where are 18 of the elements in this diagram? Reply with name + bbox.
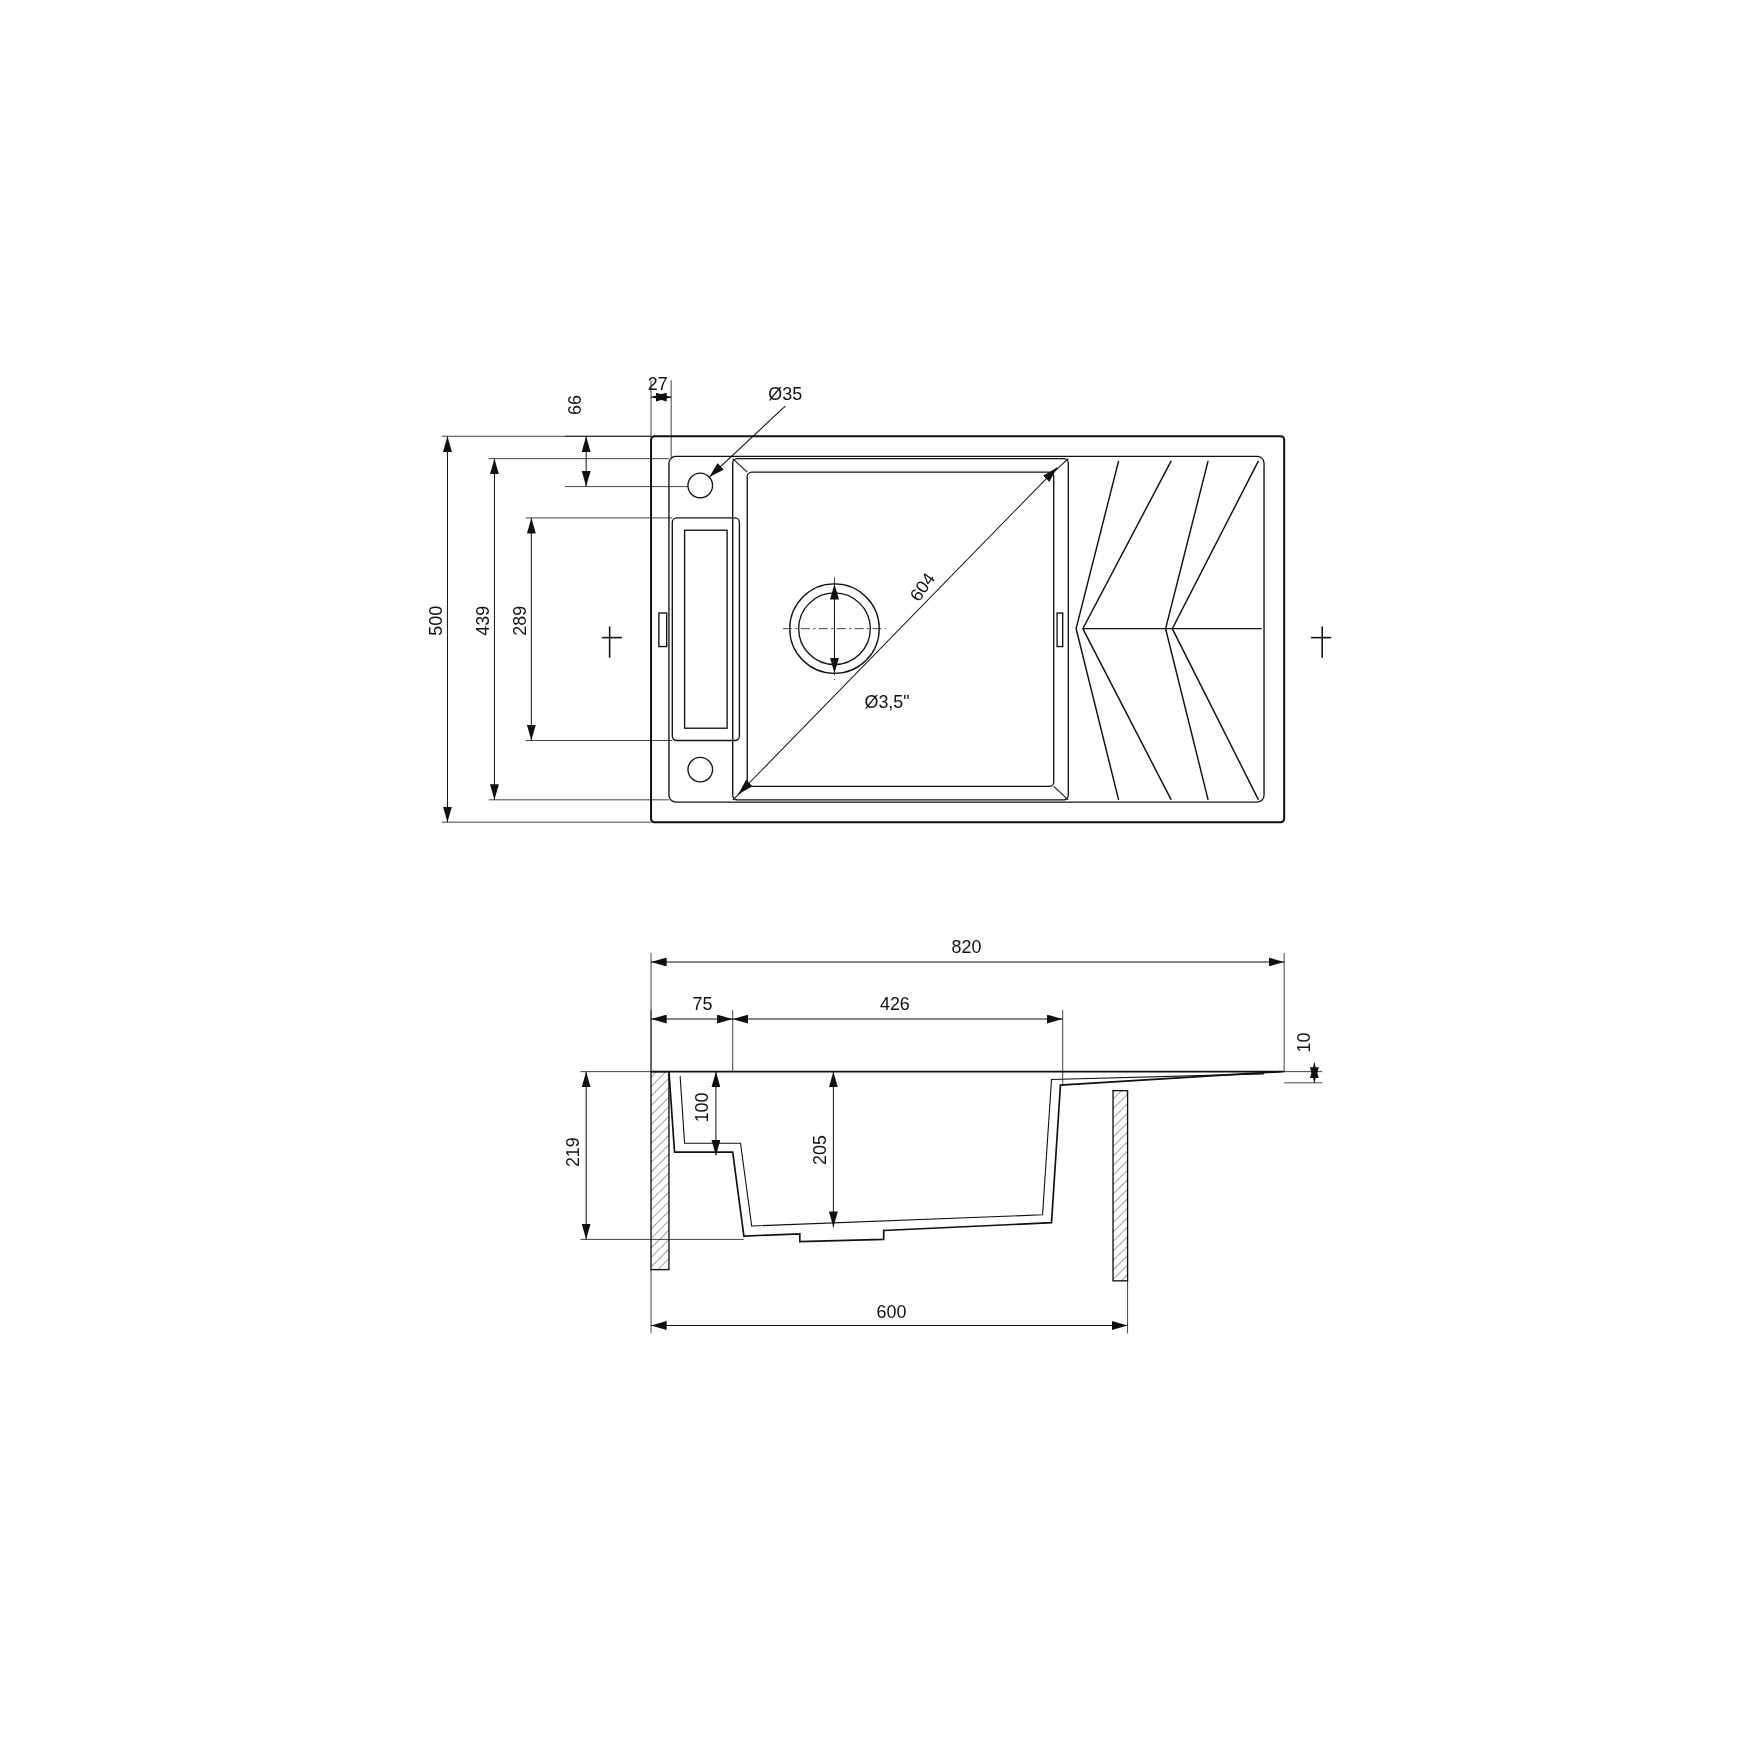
dimension-label: 426 xyxy=(879,995,910,1014)
dimension-label: 219 xyxy=(564,1137,583,1168)
dimension-label: 66 xyxy=(566,395,584,415)
dimension-label: 439 xyxy=(474,605,493,636)
dimension-label: 205 xyxy=(811,1135,829,1165)
dimension-label: Ø35 xyxy=(768,385,803,404)
leader-line xyxy=(708,405,786,478)
dimension-label: 289 xyxy=(511,605,530,636)
dimension-label: 10 xyxy=(1295,1032,1314,1053)
tap-hole xyxy=(687,472,714,499)
dimension-label: 100 xyxy=(693,1092,712,1123)
dimension-label: Ø3,5" xyxy=(864,693,910,712)
dimension-label: 27 xyxy=(647,375,668,394)
dimension-label: 75 xyxy=(692,995,713,1014)
dimension-label: 600 xyxy=(876,1303,907,1322)
dimension-label: 820 xyxy=(951,938,982,957)
dimension-label: 500 xyxy=(427,605,446,636)
dimension-label: 604 xyxy=(906,569,939,605)
